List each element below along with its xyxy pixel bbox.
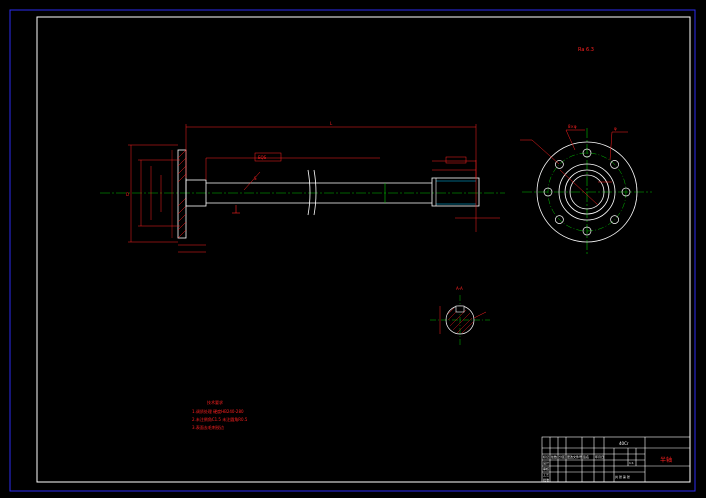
tb-header-3: 分区 — [559, 454, 565, 459]
drawing-frame — [36, 16, 691, 483]
notes-line-3: 3.表面去毛刺锐边 — [192, 424, 224, 430]
flange-outer-circle — [536, 141, 638, 243]
callout-s-leader — [243, 171, 261, 191]
flange-view: 8×φ φ — [520, 124, 652, 256]
notes-line-1: 1.调质处理 硬度HB240-280 — [192, 408, 244, 414]
tb-header-1: 标记 — [543, 454, 549, 459]
bolt-hole — [555, 215, 564, 224]
tb-row-1: 设计 — [543, 460, 549, 465]
pcd-label: φ — [614, 126, 617, 131]
roughness-note: Ra 6.3 — [578, 47, 594, 53]
tb-material: 40Cr — [619, 441, 629, 446]
bolt-hole — [582, 148, 592, 158]
spline-callout-box — [254, 152, 282, 162]
flange-body — [177, 149, 187, 239]
tb-row-4: 批准 — [543, 477, 549, 482]
hole-leader — [609, 131, 613, 161]
break-line-right — [313, 169, 317, 216]
section-dim-leader — [473, 311, 487, 319]
spline-length-box — [445, 156, 467, 164]
break-line-left — [307, 169, 311, 216]
technical-notes: 技术要求 1.调质处理 硬度HB240-280 2.未注倒角C1.5 未注圆角R… — [192, 399, 248, 430]
overall-length-label: L — [330, 121, 333, 126]
bolt-label: 8×φ — [568, 124, 577, 129]
bolt-holes — [543, 148, 631, 236]
outer-border — [9, 9, 696, 492]
pcd-leader — [565, 129, 576, 151]
title-block — [541, 436, 691, 483]
keyway — [455, 305, 465, 313]
spline-end — [431, 177, 480, 207]
inner-dim — [559, 169, 599, 206]
tb-part-name: 半轴 — [660, 456, 672, 464]
tb-header-5: 签名 — [583, 454, 589, 459]
tb-header-6: 年月日 — [595, 454, 604, 459]
tb-header-4: 更改文件号 — [567, 454, 582, 459]
bolt-hole — [582, 226, 592, 236]
tb-row-3: 工艺 — [543, 472, 549, 477]
bolt-hole — [610, 215, 619, 224]
tb-scale: 1:1 — [629, 461, 634, 465]
section-label: A-A — [456, 286, 463, 291]
hub-body — [185, 179, 207, 207]
callout-s: S — [254, 176, 257, 181]
bolt-hole — [621, 187, 631, 197]
title-block-frame — [541, 436, 691, 483]
main-view: L EQS D S — [100, 121, 505, 253]
tb-sheet-info: 共 张 第 张 — [615, 474, 630, 479]
notes-line-2: 2.未注倒角C1.5 未注圆角R0.5 — [192, 416, 248, 422]
tb-row-2: 审核 — [543, 466, 549, 471]
bolt-leader — [531, 139, 560, 165]
bolt-circle — [547, 152, 627, 232]
spline-circle — [569, 174, 605, 210]
flange-hatch — [177, 149, 187, 239]
bolt-hole — [555, 160, 564, 169]
tb-header-2: 处数 — [551, 454, 557, 459]
flange-dia-label: D — [126, 192, 129, 197]
hub-inner-circle — [564, 169, 610, 215]
section-view: A-A — [430, 286, 490, 345]
bolt-hole — [610, 160, 619, 169]
bolt-hole — [543, 187, 553, 197]
hub-outer-circle — [558, 163, 616, 221]
title-block-text: 标记 处数 分区 更改文件号 签名 年月日 设计 审核 工艺 批准 40Cr 1… — [543, 441, 634, 482]
notes-title: 技术要求 — [207, 399, 223, 405]
spline-callout: EQS — [258, 155, 267, 160]
